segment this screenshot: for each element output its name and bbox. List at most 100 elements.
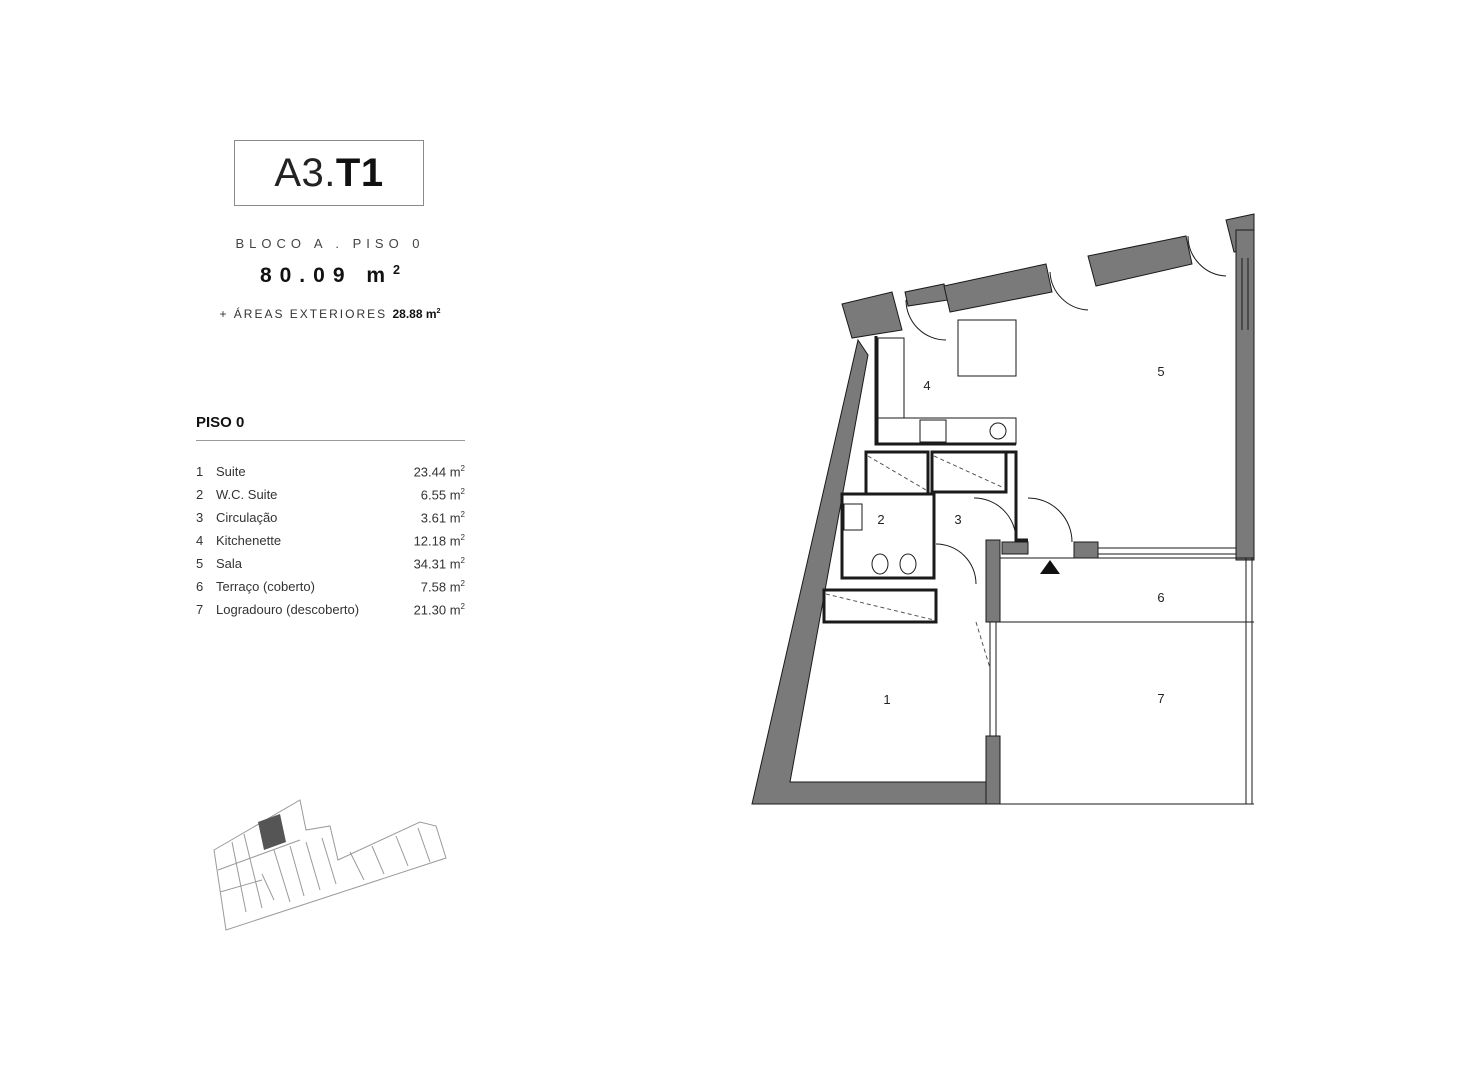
unit-area-exponent: 2: [393, 263, 401, 277]
site-line: [417, 827, 431, 863]
storage-partition: [930, 450, 1008, 494]
northwest-wall-corner: [841, 291, 903, 339]
window-swing: [905, 299, 947, 341]
divider: [196, 440, 465, 441]
room-number: 3: [196, 510, 204, 525]
room-name: Suite: [216, 464, 246, 479]
room-area-exponent: 2: [460, 578, 465, 588]
unit-location-highlight: [258, 814, 286, 850]
room-label: 7: [1157, 691, 1164, 706]
room-row: 3 Circulação 3.61 m2: [196, 506, 465, 529]
room-row: 7 Logradouro (descoberto) 21.30 m2: [196, 598, 465, 621]
room-area: 7.58 m2: [421, 579, 465, 594]
site-line: [395, 835, 409, 867]
room-area: 34.31 m2: [414, 556, 465, 571]
room-area-exponent: 2: [460, 555, 465, 565]
room-number: 2: [196, 487, 204, 502]
room-area: 6.55 m2: [421, 487, 465, 502]
room-area-value: 34.31 m: [413, 556, 461, 572]
unit-location: BLOCO A . PISO 0: [235, 236, 425, 251]
room-name: Kitchenette: [216, 533, 282, 548]
sofa: [957, 319, 1017, 377]
window-marking: [975, 621, 991, 669]
north-wall-segment: [904, 283, 949, 307]
wall-pier: [1001, 541, 1029, 555]
site-line: [371, 845, 385, 875]
east-wall: [1235, 229, 1255, 561]
entry-door-swing: [1027, 497, 1073, 543]
site-line: [261, 873, 275, 901]
room-area-value: 23.44 m: [413, 464, 461, 480]
toilet: [899, 553, 917, 575]
site-line: [305, 841, 321, 891]
site-line: [349, 851, 365, 881]
room-area: 21.30 m2: [414, 602, 465, 617]
wall-pier: [1073, 541, 1099, 559]
north-wall-segment: [943, 263, 1053, 313]
northeast-wall-corner: [1225, 213, 1255, 253]
storage-marking: [933, 455, 1005, 489]
room-area: 12.18 m2: [414, 533, 465, 548]
unit-title-type: T1: [335, 150, 384, 195]
room-label: 2: [877, 512, 884, 527]
unit-title: A3.T1: [234, 140, 424, 206]
room-row: 4 Kitchenette 12.18 m2: [196, 529, 465, 552]
room-area-exponent: 2: [460, 601, 465, 611]
unit-area: 80.09 m2: [180, 263, 480, 288]
circulation-partition: [1006, 450, 1028, 542]
room-name: Terraço (coberto): [216, 579, 315, 594]
room-area-exponent: 2: [460, 486, 465, 496]
site-line: [289, 845, 305, 897]
exterior-value-number: 28.88 m: [392, 307, 437, 321]
window-swing: [1187, 235, 1227, 277]
room-list: 1 Suite 23.44 m2 2 W.C. Suite 6.55 m2 3 …: [196, 460, 465, 621]
cooktop: [919, 419, 947, 443]
exterior-label: + ÁREAS EXTERIORES: [219, 307, 388, 321]
room-label: 5: [1157, 364, 1164, 379]
washbasin: [843, 503, 863, 531]
site-outline: [213, 799, 447, 931]
room-name: Logradouro (descoberto): [216, 602, 360, 617]
room-number: 5: [196, 556, 204, 571]
room-row: 6 Terraço (coberto) 7.58 m2: [196, 575, 465, 598]
room-area-value: 7.58 m: [420, 579, 461, 595]
room-label: 6: [1157, 590, 1164, 605]
interior-wall: [985, 539, 1001, 623]
wc-shower-partition: [864, 450, 930, 496]
exterior-value: 28.88 m2: [392, 306, 441, 321]
wardrobe-marking: [825, 593, 935, 621]
shower-tray: [867, 455, 927, 491]
site-line: [231, 841, 247, 913]
entrance-arrow-icon: [1040, 560, 1060, 574]
room-number: 1: [196, 464, 204, 479]
window-swing: [1049, 271, 1089, 311]
floor-heading: PISO 0: [196, 414, 245, 431]
room-area-value: 12.18 m: [413, 533, 461, 549]
room-area-value: 6.55 m: [420, 487, 461, 503]
wardrobe-partition: [822, 588, 938, 624]
room-number: 4: [196, 533, 204, 548]
room-name: Sala: [216, 556, 243, 571]
room-name: W.C. Suite: [216, 487, 278, 502]
room-row: 1 Suite 23.44 m2: [196, 460, 465, 483]
wc-partition: [840, 492, 936, 580]
site-line: [243, 833, 263, 909]
interior-wall: [985, 735, 1001, 805]
room-number: 7: [196, 602, 204, 617]
kitchen-partition: [874, 336, 1016, 446]
site-line: [321, 837, 337, 885]
exterior-areas: + ÁREAS EXTERIORES 28.88 m2: [160, 306, 500, 321]
room-area-value: 3.61 m: [420, 510, 461, 526]
west-wall: [751, 338, 1001, 805]
washing-machine: [989, 422, 1007, 440]
room-row: 2 W.C. Suite 6.55 m2: [196, 483, 465, 506]
site-line: [217, 839, 301, 871]
room-area-value: 21.30 m: [413, 602, 461, 618]
site-line: [219, 879, 263, 893]
unit-area-value: 80.09 m: [259, 264, 394, 287]
room-area-exponent: 2: [460, 509, 465, 519]
bidet: [871, 553, 889, 575]
unit-title-prefix: A3.: [274, 150, 336, 195]
north-wall-segment: [1087, 235, 1193, 287]
exterior-value-exponent: 2: [436, 306, 441, 315]
